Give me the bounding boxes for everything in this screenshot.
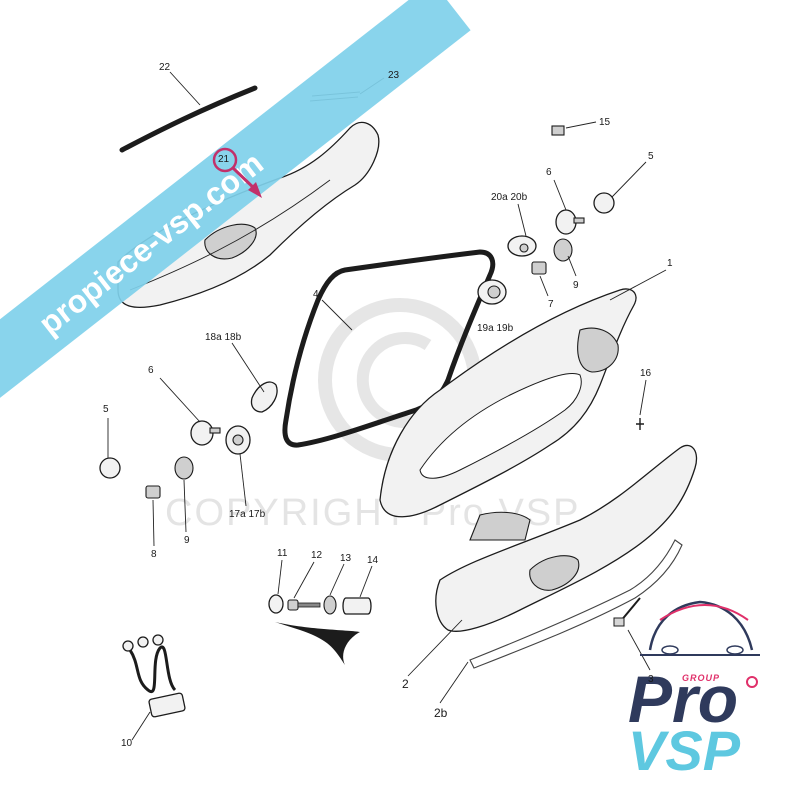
callout-5-left: 5 xyxy=(103,404,109,415)
callout-2b: 2b xyxy=(434,706,448,720)
callout-6-right: 6 xyxy=(546,167,552,178)
callout-12: 12 xyxy=(311,550,323,561)
callout-20: 20a 20b xyxy=(491,192,528,203)
part-9-socket-right xyxy=(553,238,573,262)
logo-pro-text: Pro xyxy=(628,662,738,736)
part-17-lamp-left xyxy=(225,425,251,455)
part-5-cap-left xyxy=(99,457,121,479)
website-banner: propiece-vsp.com xyxy=(0,0,471,412)
callout-1: 1 xyxy=(667,258,673,269)
callout-6-left: 6 xyxy=(148,365,154,376)
part-6-grommet-right xyxy=(555,209,585,235)
callout-3: 3 xyxy=(648,674,654,685)
part-22-seal-strip xyxy=(119,85,258,153)
part-1-tailgate-frame xyxy=(379,288,637,541)
callout-4: 4 xyxy=(313,289,319,300)
logo-vsp-text: VSP xyxy=(628,719,741,782)
callout-23: 23 xyxy=(388,70,400,81)
part-20-lamp-housing xyxy=(507,235,537,257)
callout-7: 7 xyxy=(548,299,554,310)
part-8-bulb-holder-left xyxy=(145,485,161,499)
callout-10: 10 xyxy=(121,738,133,749)
part-2b-gasket xyxy=(469,539,683,669)
part-7-bulb-holder xyxy=(531,261,547,275)
part-6-grommet-left xyxy=(190,420,221,446)
callout-18: 18a 18b xyxy=(205,332,242,343)
part-9-socket-left xyxy=(174,456,194,480)
callout-9-right: 9 xyxy=(573,280,579,291)
part-16-clip xyxy=(636,418,644,430)
callout-9-left: 9 xyxy=(184,535,190,546)
part-10-wiring-harness xyxy=(122,634,186,718)
callout-16: 16 xyxy=(640,368,652,379)
callout-11: 11 xyxy=(277,548,288,559)
callout-8: 8 xyxy=(151,549,157,560)
part-15-clip xyxy=(551,125,565,136)
logo-group-text: GROUP xyxy=(682,673,720,683)
part-3-bracket xyxy=(613,597,641,627)
part-21-upper-trim xyxy=(117,121,380,308)
callout-15: 15 xyxy=(599,117,611,128)
part-5-cap-right xyxy=(593,192,615,214)
part-18-lamp xyxy=(250,381,278,413)
part-19-lamp xyxy=(477,279,507,305)
fastener-set xyxy=(268,594,372,665)
part-4-window-seal xyxy=(282,249,496,448)
pointer-arrow xyxy=(212,147,262,198)
callout-19: 19a 19b xyxy=(477,323,514,334)
car-outline-logo xyxy=(640,600,760,656)
callout-22: 22 xyxy=(159,62,171,73)
callout-14: 14 xyxy=(367,555,379,566)
callout-13: 13 xyxy=(340,553,352,564)
callout-21: 21 xyxy=(218,154,230,165)
part-2-lower-trim xyxy=(435,444,698,632)
callout-5-right: 5 xyxy=(648,151,654,162)
callout-17: 17a 17b xyxy=(229,509,266,520)
callout-2: 2 xyxy=(402,677,409,691)
logo-hex-dot xyxy=(746,676,758,688)
